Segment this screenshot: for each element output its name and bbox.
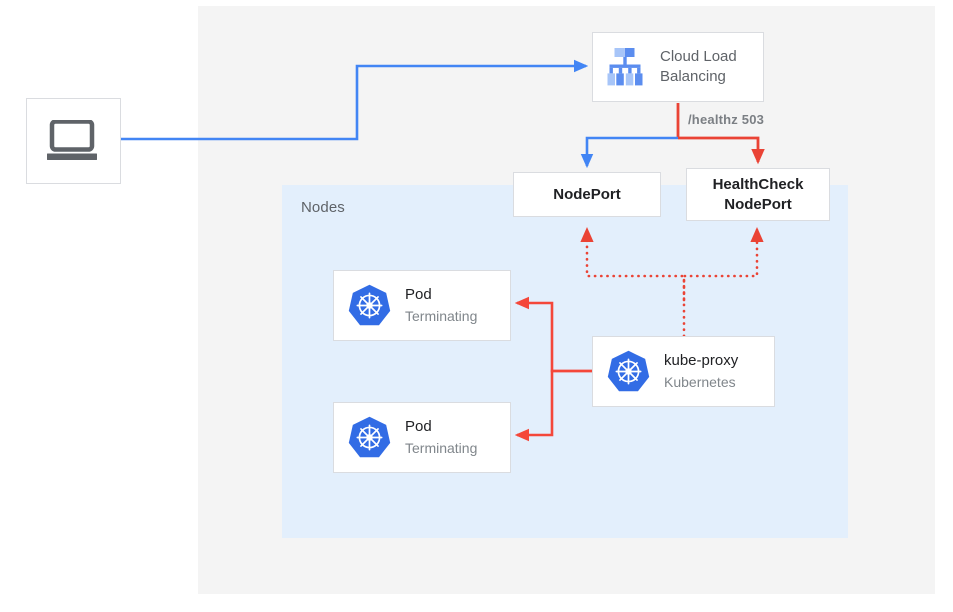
kube-proxy-text: kube-proxy Kubernetes: [664, 350, 738, 392]
pod-2-text: Pod Terminating: [405, 416, 477, 458]
healthcheck-label-line1: HealthCheck: [712, 176, 804, 193]
pod-2-status: Terminating: [405, 440, 478, 457]
pod-1-title: Pod: [405, 286, 432, 304]
pod-1-text: Pod Terminating: [405, 284, 477, 326]
clb-label-line1: Cloud Load: [660, 47, 737, 65]
pod-2-title: Pod: [405, 418, 432, 436]
healthcheck-nodeport-label: HealthCheck NodePort: [687, 175, 829, 214]
healthcheck-label-line2: NodePort: [724, 195, 792, 213]
clb-label-line2: Balancing: [660, 68, 726, 85]
nodeport-label: NodePort: [553, 185, 621, 203]
pod-1-status: Terminating: [405, 308, 478, 325]
cloud-load-balancing-label: Cloud Load Balancing: [660, 47, 737, 88]
healthz-edge-label: /healthz 503: [688, 112, 765, 127]
pod-terminating-1-node[interactable]: Pod Terminating: [333, 270, 511, 341]
healthcheck-nodeport-node[interactable]: HealthCheck NodePort: [686, 168, 830, 221]
kubernetes-icon: [346, 283, 393, 328]
laptop-icon: [46, 120, 102, 162]
kube-proxy-subtitle: Kubernetes: [664, 374, 736, 391]
kubernetes-icon: [346, 415, 393, 460]
pod-terminating-2-node[interactable]: Pod Terminating: [333, 402, 511, 473]
nodeport-node[interactable]: NodePort: [513, 172, 661, 217]
nodes-panel-label: Nodes: [301, 199, 345, 216]
client-laptop-node[interactable]: [26, 98, 121, 184]
cloud-load-balancing-node[interactable]: Cloud Load Balancing: [592, 32, 764, 102]
kubernetes-icon: [605, 349, 652, 394]
cloud-load-balancing-icon: [607, 48, 647, 86]
kube-proxy-node[interactable]: kube-proxy Kubernetes: [592, 336, 775, 407]
kube-proxy-title: kube-proxy: [664, 352, 739, 370]
